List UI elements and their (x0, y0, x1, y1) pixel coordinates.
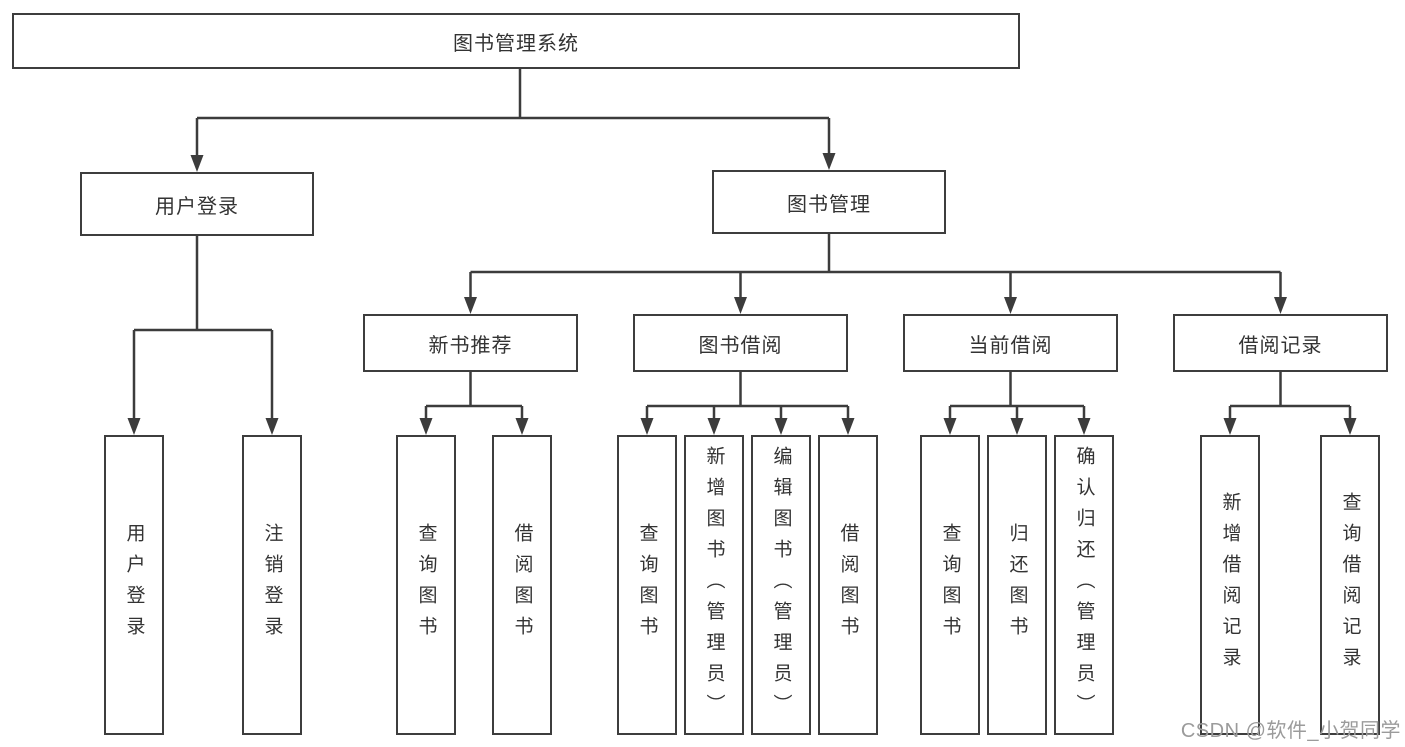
leaf-borrow-books: 借阅图书 (818, 435, 878, 735)
leaf-borrow-books-recommend-label: 借阅图书 (511, 523, 533, 647)
node-borrowing-records: 借阅记录 (1173, 314, 1388, 372)
leaf-add-borrow-record: 新增借阅记录 (1200, 435, 1260, 735)
leaf-borrow-books-label: 借阅图书 (837, 523, 859, 647)
leaf-return-books: 归还图书 (987, 435, 1047, 735)
node-book-borrowing-label: 图书借阅 (698, 334, 783, 357)
leaf-borrow-books-recommend: 借阅图书 (492, 435, 552, 735)
leaf-query-books-current: 查询图书 (920, 435, 980, 735)
leaf-edit-books-admin: 编辑图书（管理员） (751, 435, 811, 735)
leaf-query-borrow-record: 查询借阅记录 (1320, 435, 1380, 735)
node-borrowing-records-label: 借阅记录 (1238, 334, 1323, 357)
watermark: CSDN @软件_小贺同学 (1180, 720, 1401, 742)
leaf-query-books-recommend: 查询图书 (396, 435, 456, 735)
node-current-borrowing-label: 当前借阅 (968, 334, 1053, 357)
leaf-add-borrow-record-label: 新增借阅记录 (1219, 492, 1241, 678)
leaf-return-books-label: 归还图书 (1006, 523, 1028, 647)
node-new-book-recommend: 新书推荐 (363, 314, 578, 372)
node-user-login: 用户登录 (80, 172, 314, 236)
node-book-borrowing: 图书借阅 (633, 314, 848, 372)
node-root-label: 图书管理系统 (453, 32, 579, 55)
node-book-management-label: 图书管理 (787, 193, 871, 216)
node-root: 图书管理系统 (12, 13, 1020, 69)
leaf-logout: 注销登录 (242, 435, 302, 735)
leaf-query-books-borrowing: 查询图书 (617, 435, 677, 735)
leaf-logout-label: 注销登录 (261, 523, 283, 647)
leaf-user-login-label: 用户登录 (123, 523, 145, 647)
node-current-borrowing: 当前借阅 (903, 314, 1118, 372)
leaf-add-books-admin-label: 新增图书（管理员） (703, 445, 725, 725)
leaf-user-login: 用户登录 (104, 435, 164, 735)
leaf-query-books-recommend-label: 查询图书 (415, 523, 437, 647)
leaf-query-borrow-record-label: 查询借阅记录 (1339, 492, 1361, 678)
node-user-login-label: 用户登录 (155, 195, 239, 218)
leaf-edit-books-admin-label: 编辑图书（管理员） (770, 445, 792, 725)
leaf-query-books-borrowing-label: 查询图书 (636, 523, 658, 647)
leaf-confirm-return-admin-label: 确认归还（管理员） (1073, 445, 1095, 725)
node-new-book-recommend-label: 新书推荐 (428, 334, 513, 357)
node-book-management: 图书管理 (712, 170, 946, 234)
leaf-query-books-current-label: 查询图书 (939, 523, 961, 647)
leaf-confirm-return-admin: 确认归还（管理员） (1054, 435, 1114, 735)
leaf-add-books-admin: 新增图书（管理员） (684, 435, 744, 735)
